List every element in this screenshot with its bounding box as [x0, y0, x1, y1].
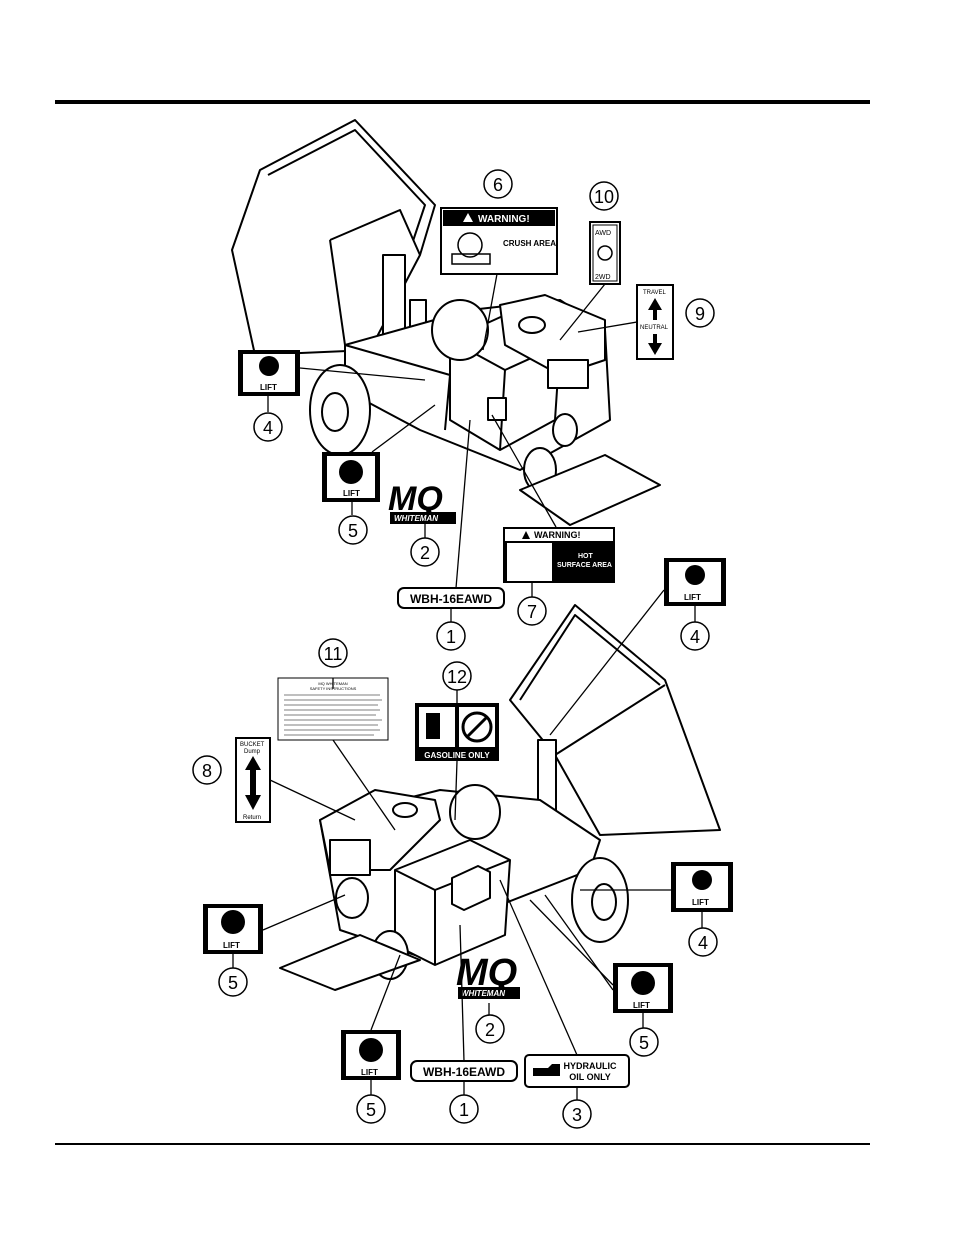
crush-warning-decal: WARNING! CRUSH AREA	[441, 208, 557, 274]
hot-surface-warning-decal: WARNING! HOT SURFACE AREA	[503, 527, 615, 583]
svg-text:3: 3	[572, 1105, 582, 1125]
dump-text: Dump	[244, 749, 261, 755]
return-text: Return	[243, 815, 261, 821]
svg-text:2: 2	[485, 1020, 495, 1040]
callout-2-bottom: 2	[476, 1015, 504, 1043]
gasoline-only-decal: GASOLINE ONLY	[415, 703, 499, 761]
top-machine-drawing	[232, 120, 660, 525]
lift-decal-5-left: LIFT	[203, 904, 263, 954]
callout-6: 6	[484, 170, 512, 198]
whiteman-text-bottom: WHITEMAN	[461, 989, 505, 998]
svg-text:4: 4	[698, 933, 708, 953]
callout-1-bottom: 1	[450, 1095, 478, 1123]
svg-text:1: 1	[459, 1100, 469, 1120]
lift-text-5-right: LIFT	[633, 1001, 650, 1010]
callout-4-top: 4	[254, 413, 282, 441]
gasoline-only-text: GASOLINE ONLY	[424, 751, 490, 760]
callout-5-right: 5	[630, 1028, 658, 1056]
lift-decal-5-top: LIFT	[322, 452, 380, 502]
lift-text-5-top: LIFT	[343, 489, 360, 498]
callout-4-bottom: 4	[689, 928, 717, 956]
crush-area-text: CRUSH AREA	[503, 239, 556, 248]
lift-decal-5-right: LIFT	[613, 963, 673, 1013]
svg-text:1: 1	[446, 627, 456, 647]
neutral-text: NEUTRAL	[640, 325, 669, 331]
model-decal-bottom: WBH-16EAWD	[411, 1061, 517, 1081]
callout-9: 9	[686, 299, 714, 327]
awd-text: AWD	[595, 230, 611, 237]
callout-8: 8	[193, 756, 221, 784]
svg-text:12: 12	[447, 667, 467, 687]
lift-text-5-bottom: LIFT	[361, 1068, 378, 1077]
lift-decal-4-bottom: LIFT	[671, 862, 733, 912]
model-text-bottom: WBH-16EAWD	[423, 1065, 505, 1079]
callout-3: 3	[563, 1100, 591, 1128]
model-text-top: WBH-16EAWD	[410, 592, 492, 606]
surface-area-text: SURFACE AREA	[557, 562, 612, 569]
hydraulic-text: HYDRAULIC	[564, 1061, 617, 1071]
lift-decal-5-bottom: LIFT	[341, 1030, 401, 1080]
svg-text:10: 10	[594, 187, 614, 207]
svg-text:5: 5	[348, 521, 358, 541]
callout-10: 10	[590, 182, 618, 210]
oil-only-text: OIL ONLY	[569, 1072, 611, 1082]
svg-text:5: 5	[366, 1100, 376, 1120]
svg-text:8: 8	[202, 761, 212, 781]
svg-text:4: 4	[263, 418, 273, 438]
top-rule	[55, 100, 870, 104]
travel-decal: TRAVEL NEUTRAL	[637, 285, 673, 359]
svg-text:2: 2	[420, 543, 430, 563]
hydraulic-oil-decal: HYDRAULIC OIL ONLY	[525, 1055, 629, 1087]
lift-text-4-bottom: LIFT	[692, 898, 709, 907]
model-decal-top: WBH-16EAWD	[398, 588, 504, 608]
whiteman-text-top: WHITEMAN	[394, 514, 438, 523]
bottom-rule	[55, 1143, 870, 1145]
callout-5-left: 5	[219, 968, 247, 996]
callout-12: 12	[443, 662, 471, 690]
svg-text:7: 7	[527, 602, 537, 622]
callout-5-bottom: 5	[357, 1095, 385, 1123]
travel-text: TRAVEL	[643, 290, 667, 296]
lift-text-5-left: LIFT	[223, 941, 240, 950]
mq-logo-top: MQ WHITEMAN	[388, 480, 456, 524]
callout-7: 7	[518, 597, 546, 625]
lift-decal-4-right: LIFT	[664, 558, 726, 606]
svg-text:5: 5	[228, 973, 238, 993]
callout-4-right: 4	[681, 622, 709, 650]
lift-text-4-top: LIFT	[260, 383, 277, 392]
svg-text:4: 4	[690, 627, 700, 647]
svg-text:5: 5	[639, 1033, 649, 1053]
callout-2-top: 2	[411, 538, 439, 566]
bucket-decal: BUCKET Dump Return	[236, 738, 270, 822]
hot-text: HOT	[578, 553, 594, 560]
svg-text:11: 11	[324, 644, 343, 664]
crush-warning-header: WARNING!	[478, 214, 530, 225]
awd-switch-decal: AWD 2WD	[590, 222, 620, 284]
callout-5-top: 5	[339, 516, 367, 544]
twowd-text: 2WD	[595, 274, 611, 281]
callout-1-top: 1	[437, 622, 465, 650]
svg-text:9: 9	[695, 304, 705, 324]
lift-decal-4-top: LIFT	[238, 350, 300, 396]
bucket-text: BUCKET	[240, 742, 265, 748]
hot-warning-header: WARNING!	[534, 530, 581, 540]
mq-logo-bottom: MQ WHITEMAN	[456, 952, 520, 999]
bottom-machine-drawing	[280, 605, 720, 990]
lift-text-4-right: LIFT	[684, 593, 701, 602]
svg-text:6: 6	[493, 175, 503, 195]
callout-11: 11	[319, 639, 347, 667]
